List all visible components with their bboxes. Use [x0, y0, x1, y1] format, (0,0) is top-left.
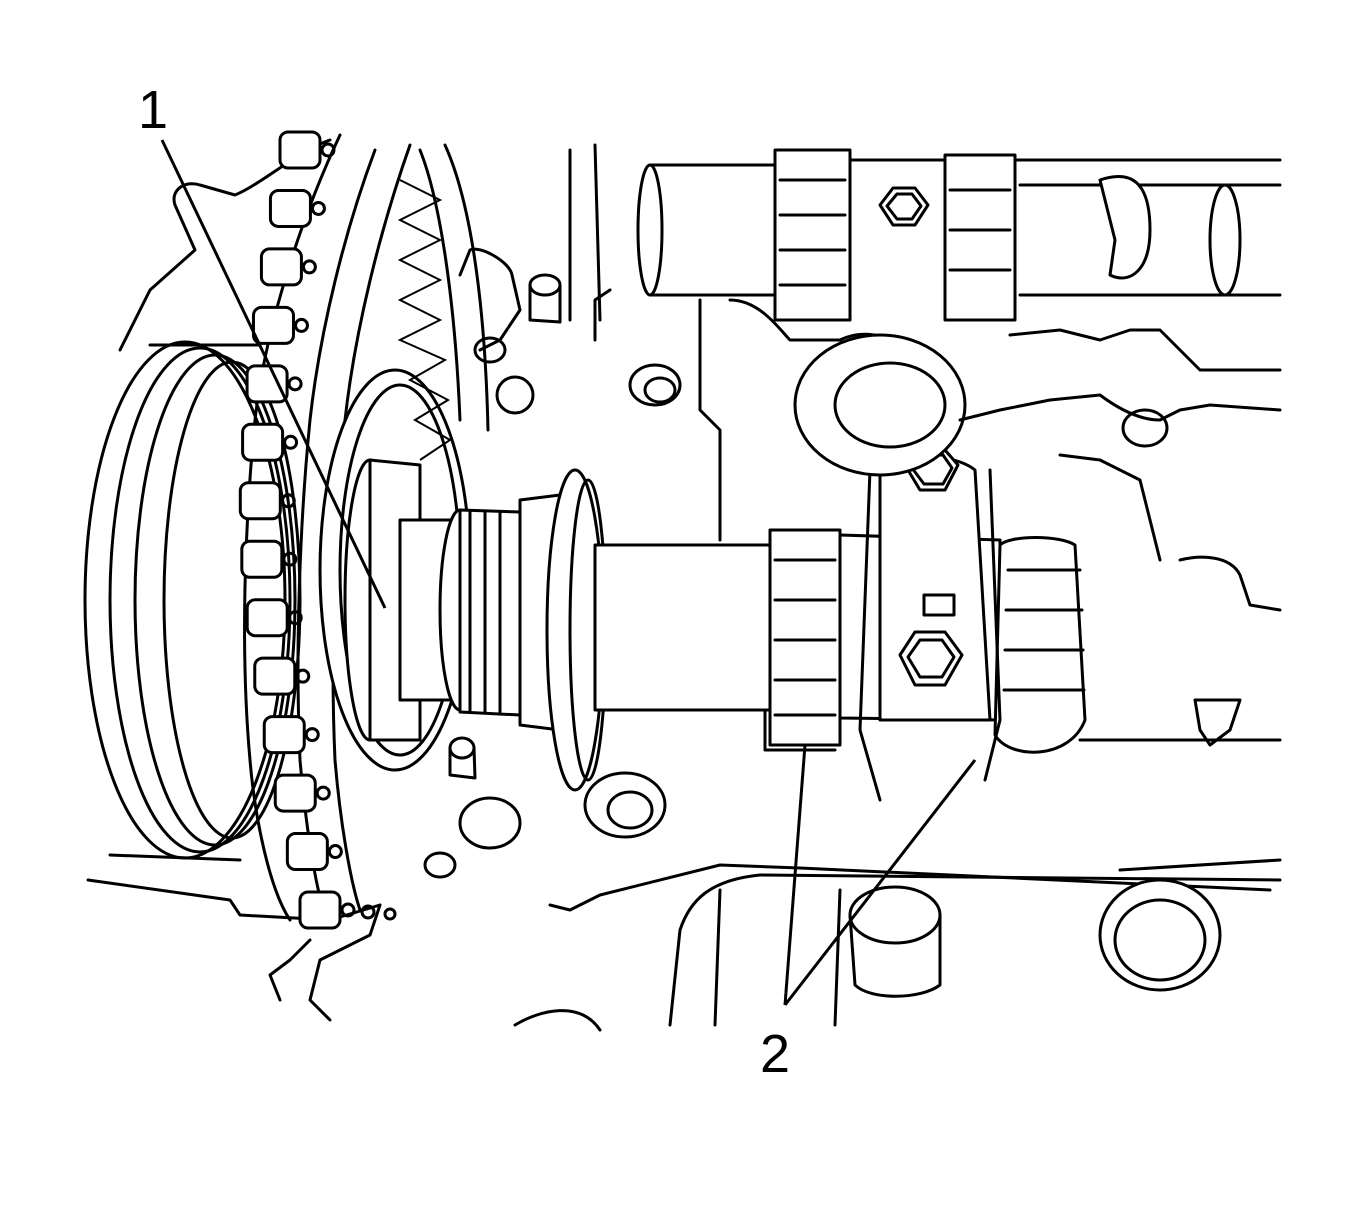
chain-link [268, 188, 312, 228]
chain-link [285, 832, 329, 872]
chain-link [253, 656, 297, 696]
chain-pin [293, 317, 309, 333]
leader-line-1 [160, 139, 387, 609]
upper-camshaft [636, 148, 1282, 322]
chain-pin [287, 376, 303, 392]
chain-link [259, 247, 303, 287]
sprocket-wheel [83, 340, 302, 862]
bearing-cap [858, 455, 1002, 802]
cam-lobe-left [763, 528, 842, 752]
chain-pin [304, 727, 320, 743]
chain-pin [310, 200, 326, 216]
chain-link [240, 539, 284, 579]
bolt-middle [898, 630, 964, 687]
chain-pin [320, 142, 336, 158]
chain-pin [315, 785, 331, 801]
callout-1: 1 [138, 80, 168, 140]
engine-block-outline [86, 138, 1282, 1032]
leader-lines-2 [783, 744, 977, 1006]
chain-link [238, 481, 282, 521]
cylinder-head [568, 143, 1282, 872]
bolt-upper-right [878, 186, 930, 227]
chain-pin [283, 434, 299, 450]
chain-link [245, 598, 289, 638]
chain-link [245, 364, 289, 404]
chain-link [273, 773, 317, 813]
boss-details [360, 273, 1222, 998]
callout-2: 2 [760, 1024, 790, 1084]
timing-chain [238, 130, 412, 930]
chain-link [298, 890, 342, 930]
chain-pin [301, 259, 317, 275]
chain-link [278, 130, 322, 170]
chain-pin [282, 551, 298, 567]
chain-pin [287, 610, 303, 626]
chain-pin [295, 668, 311, 684]
chain-link [241, 422, 285, 462]
chain-pin [340, 902, 356, 918]
chain-link [251, 305, 295, 345]
chain-pin [327, 844, 343, 860]
cam-lobe-right [993, 536, 1087, 754]
chain-pin [280, 493, 296, 509]
chain-link [262, 715, 306, 755]
